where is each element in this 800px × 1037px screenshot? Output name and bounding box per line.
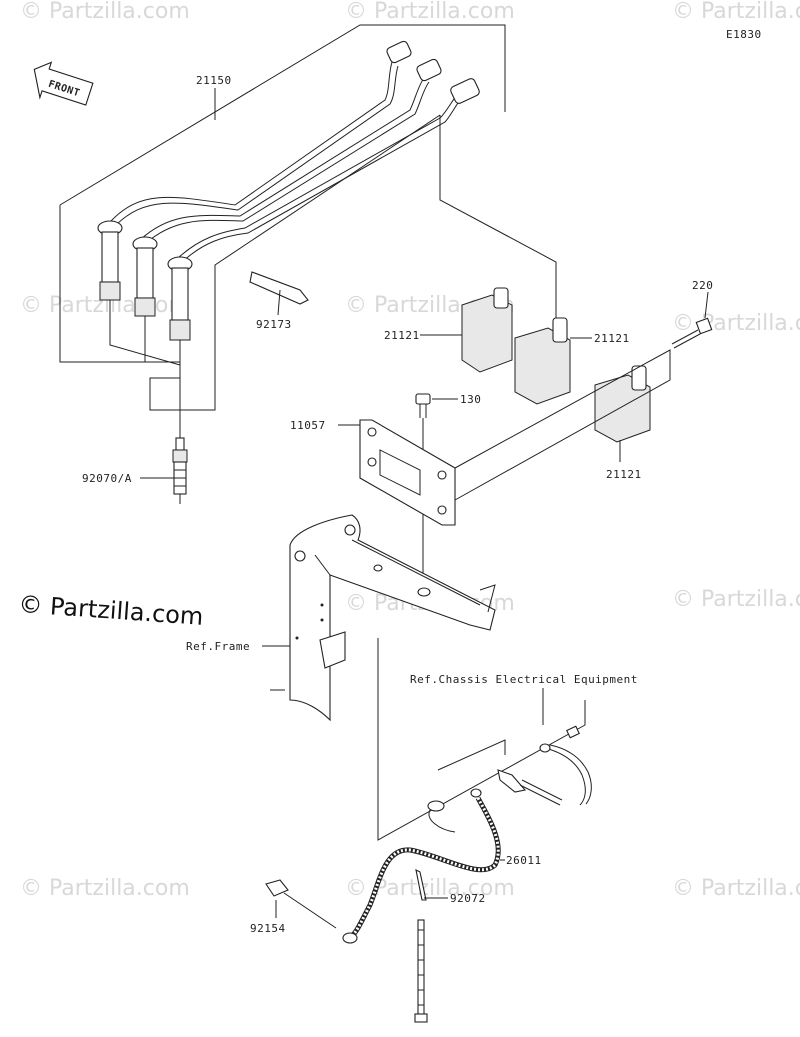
bolt-92154: 92154 [250, 879, 337, 935]
wire [177, 93, 459, 259]
front-arrow-shape [33, 61, 94, 106]
coil-boot [386, 40, 480, 104]
callout-ref-chassis: Ref.Chassis Electrical Equipment [410, 673, 638, 686]
callout-92154: 92154 [250, 922, 286, 935]
wire [109, 61, 393, 223]
watermark-text: © Partzilla.com [20, 876, 190, 901]
callout-ref-frame: Ref.Frame [186, 640, 250, 653]
front-arrow: FRONT [33, 61, 94, 106]
wire [114, 65, 399, 227]
watermark-text: © Partzilla.com [20, 0, 190, 24]
wire [139, 77, 425, 241]
leader-line [439, 115, 557, 318]
ignition-coil [461, 287, 651, 443]
frame-reference: Ref.Frame [186, 514, 496, 722]
leader-line [109, 300, 181, 366]
callout-21121-c: 21121 [606, 468, 642, 481]
callout-92173: 92173 [256, 318, 292, 331]
assembly-line [437, 739, 506, 771]
bracket-11057: 11057 [290, 419, 456, 526]
watermark-layer: © Partzilla.com © Partzilla.com © Partzi… [20, 0, 800, 901]
spark-plug-92070: 92070/A [82, 340, 188, 504]
callout-21121-a: 21121 [384, 329, 420, 342]
watermark-main: © Partzilla.com [18, 590, 205, 631]
wire [144, 81, 430, 245]
callout-92072: 92072 [450, 892, 486, 905]
bolt-220: 220 [671, 279, 713, 349]
group-bracket [59, 114, 441, 411]
callout-21121-b: 21121 [594, 332, 630, 345]
wire [181, 97, 463, 263]
assembly-line [454, 349, 671, 501]
watermark-text: © Partzilla.com [672, 587, 800, 612]
assembly-line [377, 638, 586, 841]
plug-boot [97, 220, 193, 341]
callout-130: 130 [460, 393, 481, 406]
group-bracket [59, 24, 506, 206]
ground-cable-26011: 26011 [342, 788, 542, 944]
cable-tie-92072: 92072 [414, 869, 486, 1023]
clip-92173: 92173 [249, 271, 309, 331]
watermark-text: © Partzilla.com [345, 0, 515, 24]
callout-220: 220 [692, 279, 713, 292]
callout-21150: 21150 [196, 74, 232, 87]
callout-26011: 26011 [506, 854, 542, 867]
bolt-130: 130 [415, 393, 481, 590]
chassis-cables [427, 725, 592, 833]
watermark-text: © Partzilla.com [672, 876, 800, 901]
callout-92070: 92070/A [82, 472, 132, 485]
callout-11057: 11057 [290, 419, 326, 432]
watermark-text: © Partzilla.com [672, 0, 800, 24]
spark-plug-wire-set: 21150 [59, 24, 506, 411]
diagram-id: E1830 [726, 28, 762, 41]
watermark-text: © Partzilla.com [672, 311, 800, 336]
